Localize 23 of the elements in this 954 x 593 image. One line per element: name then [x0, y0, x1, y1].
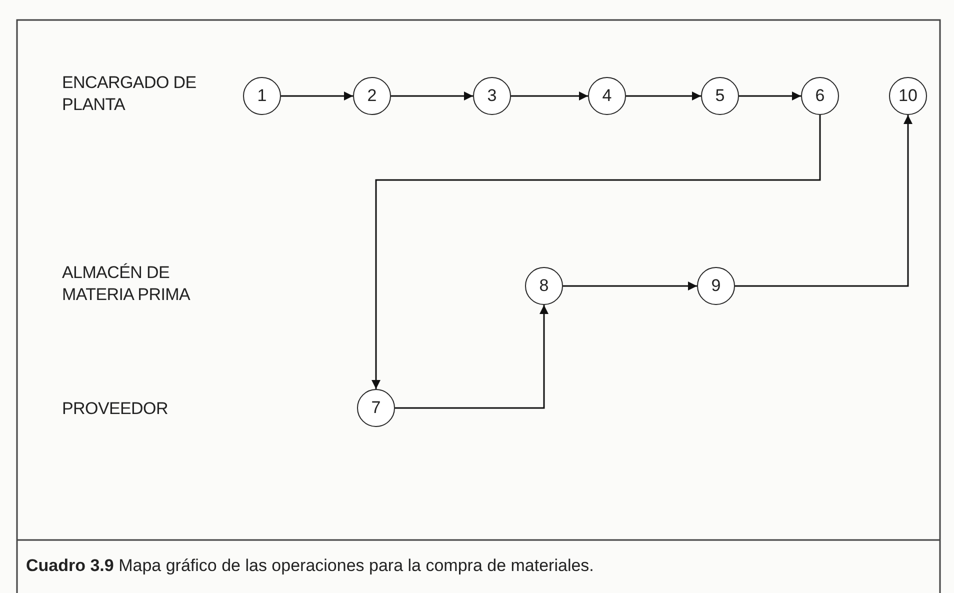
step-circle: 4 [588, 77, 626, 115]
arrow [281, 92, 353, 100]
lane-label: PROVEEDOR [62, 398, 169, 420]
step-circle: 1 [243, 77, 281, 115]
lane-label: ENCARGADO DE PLANTA [62, 72, 198, 116]
lane-label: ALMACÉN DE MATERIA PRIMA [62, 262, 192, 306]
arrow [372, 115, 821, 389]
step-circle: 8 [525, 267, 563, 305]
arrow [626, 92, 701, 100]
step-circle: 5 [701, 77, 739, 115]
step-circle: 2 [353, 77, 391, 115]
step-circle: 3 [473, 77, 511, 115]
step-circle: 10 [889, 77, 927, 115]
caption: Cuadro 3.9 Mapa gráfico de las operaciones para la compra de materiales. [26, 556, 594, 576]
arrow [391, 92, 473, 100]
arrow [563, 282, 697, 290]
arrow [395, 305, 548, 409]
arrow [735, 115, 912, 287]
step-circle: 6 [801, 77, 839, 115]
arrow [511, 92, 588, 100]
step-circle: 9 [697, 267, 735, 305]
step-circle: 7 [357, 389, 395, 427]
arrow [739, 92, 801, 100]
